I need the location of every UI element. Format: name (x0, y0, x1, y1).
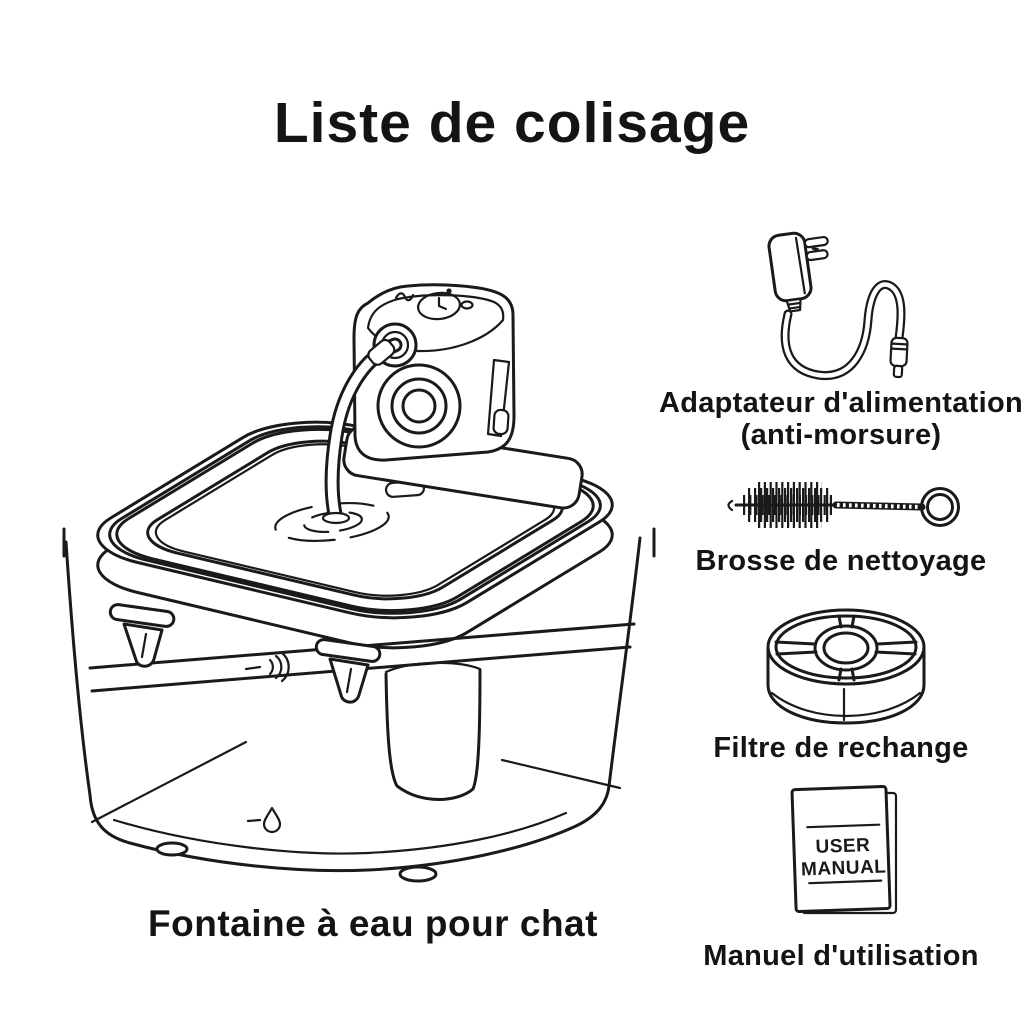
water-hose (321, 337, 403, 525)
min-level-marking (246, 806, 282, 834)
max-level-marking (244, 651, 290, 683)
label-user-manual: Manuel d'utilisation (645, 940, 1024, 973)
label-line: (anti-morsure) (740, 418, 942, 451)
pump-side-slot (492, 408, 510, 436)
label-line: Filtre de rechange (713, 732, 969, 764)
label-line: Manuel d'utilisation (703, 940, 979, 972)
cat-fountain-illustration (62, 283, 656, 883)
latch-clip (314, 638, 382, 704)
fountain-foot (155, 841, 189, 857)
brush-wire-tip (727, 499, 734, 512)
replacement-filter-illustration (766, 608, 926, 725)
adapter-cable (780, 280, 906, 380)
filter-top (766, 608, 926, 686)
product-caption: Fontaine à eau pour chat (148, 903, 598, 944)
pump-unit (352, 283, 516, 462)
power-adapter-illustration (767, 231, 909, 380)
reflection-line (90, 740, 248, 824)
filter-spokes (774, 614, 918, 682)
page-title: Liste de colisage (273, 91, 751, 155)
hose-water-entry (321, 511, 351, 525)
user-manual-illustration: USER MANUAL (790, 785, 898, 915)
indicator-dot (446, 288, 452, 294)
pump-outlet (376, 363, 462, 449)
wave-glyph (394, 292, 415, 302)
label-line: Brosse de nettoyage (695, 545, 987, 577)
pump-side-seam (486, 358, 511, 438)
label-cleaning-brush: Brosse de nettoyage (645, 545, 1024, 578)
hose-nut (367, 338, 396, 366)
manual-cover-text-line1: USER (815, 835, 870, 858)
fountain-foot (398, 865, 438, 883)
reflection-line (500, 758, 622, 790)
inner-pump-housing (384, 661, 482, 801)
brush-hanging-ring (920, 487, 960, 527)
label-power-adapter: Adaptateur d'alimentation (anti-morsure) (645, 387, 1024, 452)
label-line: Adaptateur d'alimentation (658, 387, 1024, 419)
fountain-tank (64, 536, 642, 883)
plug-prong (805, 249, 829, 262)
cable-connector (889, 336, 909, 379)
power-button (460, 300, 474, 310)
label-replacement-filter: Filtre de rechange (645, 732, 1024, 765)
latch-clip (108, 603, 176, 668)
pump-control-dial (416, 291, 462, 321)
brush-twisted-handle (832, 501, 926, 511)
cleaning-brush-illustration (727, 482, 960, 528)
plug-prong (803, 235, 829, 249)
manual-cover-text-line2: MANUAL (801, 856, 887, 880)
